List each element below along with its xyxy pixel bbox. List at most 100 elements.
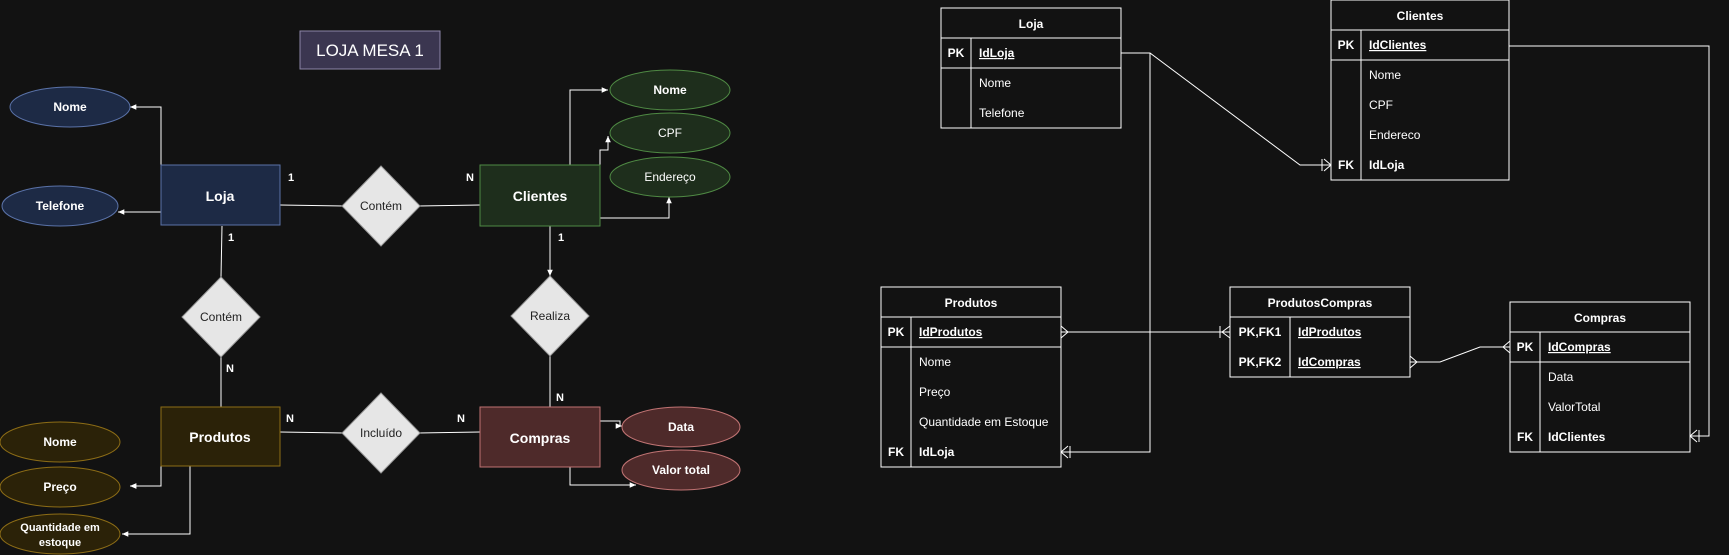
relationship-contem-label: Contém <box>360 199 402 213</box>
table-produtos-field: Quantidade em Estoque <box>919 415 1049 429</box>
attribute-produtos-quantidade[interactable]: Quantidade em estoque <box>0 513 121 555</box>
entity-clientes[interactable]: Clientes <box>479 164 601 227</box>
connector-clientes-cpf <box>599 136 611 165</box>
svg-text:Nome: Nome <box>43 435 77 449</box>
table-loja-field: Telefone <box>979 106 1025 120</box>
connector-produtos-preco <box>130 466 162 489</box>
entity-produtos-label: Produtos <box>189 429 251 445</box>
connector-loja-nome <box>130 104 162 165</box>
table-clientes-field: Nome <box>1369 68 1401 82</box>
entity-produtos[interactable]: Produtos <box>160 406 281 467</box>
table-loja-field: Nome <box>979 76 1011 90</box>
table-produtos-field: Preço <box>919 385 951 399</box>
attribute-loja-nome[interactable]: Nome <box>9 86 131 128</box>
svg-text:Data: Data <box>668 420 694 434</box>
svg-text:Preço: Preço <box>43 480 76 494</box>
crowfoot-produtoscompras-fk2 <box>1409 355 1418 369</box>
svg-text:Endereço: Endereço <box>644 170 696 184</box>
connector-loja-clientes <box>1121 52 1331 166</box>
connector-contem-clientes <box>417 204 481 207</box>
entity-compras-label: Compras <box>510 430 571 446</box>
er-connectors <box>118 87 672 537</box>
table-loja-field: IdLoja <box>979 46 1015 60</box>
diagram-title: LOJA MESA 1 <box>316 41 424 60</box>
crowfoot-produtoscompras-fk1 <box>1221 325 1231 339</box>
cardinality-clientes-realiza: 1 <box>558 232 564 244</box>
cardinality-labels: 1 N 1 N 1 N N N <box>226 172 564 425</box>
table-loja-key: PK <box>948 46 965 60</box>
svg-text:Nome: Nome <box>653 83 687 97</box>
table-produtoscompras-key: PK,FK1 <box>1239 325 1282 339</box>
svg-text:Quantidade em: Quantidade em <box>20 522 100 534</box>
attribute-produtos-nome[interactable]: Nome <box>0 421 121 463</box>
diagram-title-box[interactable]: LOJA MESA 1 <box>299 30 441 70</box>
cardinality-produtos-contem2: N <box>226 363 234 375</box>
table-clientes-title: Clientes <box>1397 9 1444 23</box>
connector-produtos-incluido <box>279 431 345 434</box>
table-produtos-key: FK <box>888 445 904 459</box>
crowfoot-compras-pk <box>1502 340 1511 354</box>
crowfoot-produtos-pk <box>1060 325 1069 339</box>
table-produtos-field: Nome <box>919 355 951 369</box>
relationship-contem-loja-produtos[interactable]: Contém <box>181 276 261 358</box>
connector-loja-contem2 <box>220 225 223 278</box>
svg-text:Valor total: Valor total <box>652 463 710 477</box>
table-compras-field: Data <box>1548 370 1574 384</box>
cardinality-produtos-incluido: N <box>286 413 294 425</box>
table-produtos-title: Produtos <box>945 296 998 310</box>
table-produtoscompras-field: IdProdutos <box>1298 325 1362 339</box>
entity-loja-label: Loja <box>206 188 235 204</box>
connector-incluido-compras <box>417 431 481 434</box>
connector-produtos-nome <box>130 466 162 489</box>
attribute-clientes-nome[interactable]: Nome <box>609 69 731 111</box>
cardinality-loja-contem: 1 <box>288 172 294 184</box>
connector-produtos-quantidade <box>122 466 191 537</box>
relationship-realiza[interactable]: Realiza <box>510 275 590 357</box>
table-produtos-field: IdProdutos <box>919 325 983 339</box>
connector-loja-contem <box>279 204 345 207</box>
cardinality-compras-realiza: N <box>556 392 564 404</box>
table-produtoscompras-field: IdCompras <box>1298 355 1361 369</box>
attribute-clientes-endereco[interactable]: Endereço <box>609 156 731 198</box>
attribute-loja-telefone[interactable]: Telefone <box>1 185 119 227</box>
entity-compras[interactable]: Compras <box>479 406 601 468</box>
table-clientes-field: Endereco <box>1369 128 1421 142</box>
connector-loja-produtos <box>1061 53 1151 453</box>
table-compras-field: IdCompras <box>1548 340 1611 354</box>
relationship-contem-loja-clientes[interactable]: Contém <box>341 165 421 247</box>
attribute-compras-valor[interactable]: Valor total <box>621 449 741 491</box>
table-produtos-key: PK <box>888 325 905 339</box>
entity-clientes-label: Clientes <box>513 188 568 204</box>
table-clientes-field: IdClientes <box>1369 38 1427 52</box>
table-produtoscompras-title: ProdutosCompras <box>1268 296 1373 310</box>
connector-clientes-endereco <box>600 197 672 219</box>
cardinality-compras-incluido: N <box>457 413 465 425</box>
svg-text:CPF: CPF <box>658 126 682 140</box>
cardinality-clientes-contem: N <box>466 172 474 184</box>
entity-loja[interactable]: Loja <box>160 164 281 226</box>
connector-clientes-nome <box>569 87 608 165</box>
svg-text:estoque: estoque <box>39 537 81 549</box>
table-compras-key: PK <box>1517 340 1534 354</box>
table-clientes-field: IdLoja <box>1369 158 1405 172</box>
table-compras-field: IdClientes <box>1548 430 1606 444</box>
table-clientes-field: CPF <box>1369 98 1393 112</box>
relationship-incluido[interactable]: Incluído <box>341 392 421 474</box>
table-produtos-field: IdLoja <box>919 445 955 459</box>
relational-connectors <box>1060 45 1710 459</box>
attribute-clientes-cpf[interactable]: CPF <box>609 112 731 154</box>
cardinality-loja-contem2: 1 <box>228 232 234 244</box>
table-compras-key: FK <box>1517 430 1533 444</box>
svg-text:Telefone: Telefone <box>36 199 85 213</box>
attribute-produtos-preco[interactable]: Preço <box>0 466 121 508</box>
attribute-compras-data[interactable]: Data <box>621 406 741 448</box>
table-loja-title: Loja <box>1019 17 1044 31</box>
